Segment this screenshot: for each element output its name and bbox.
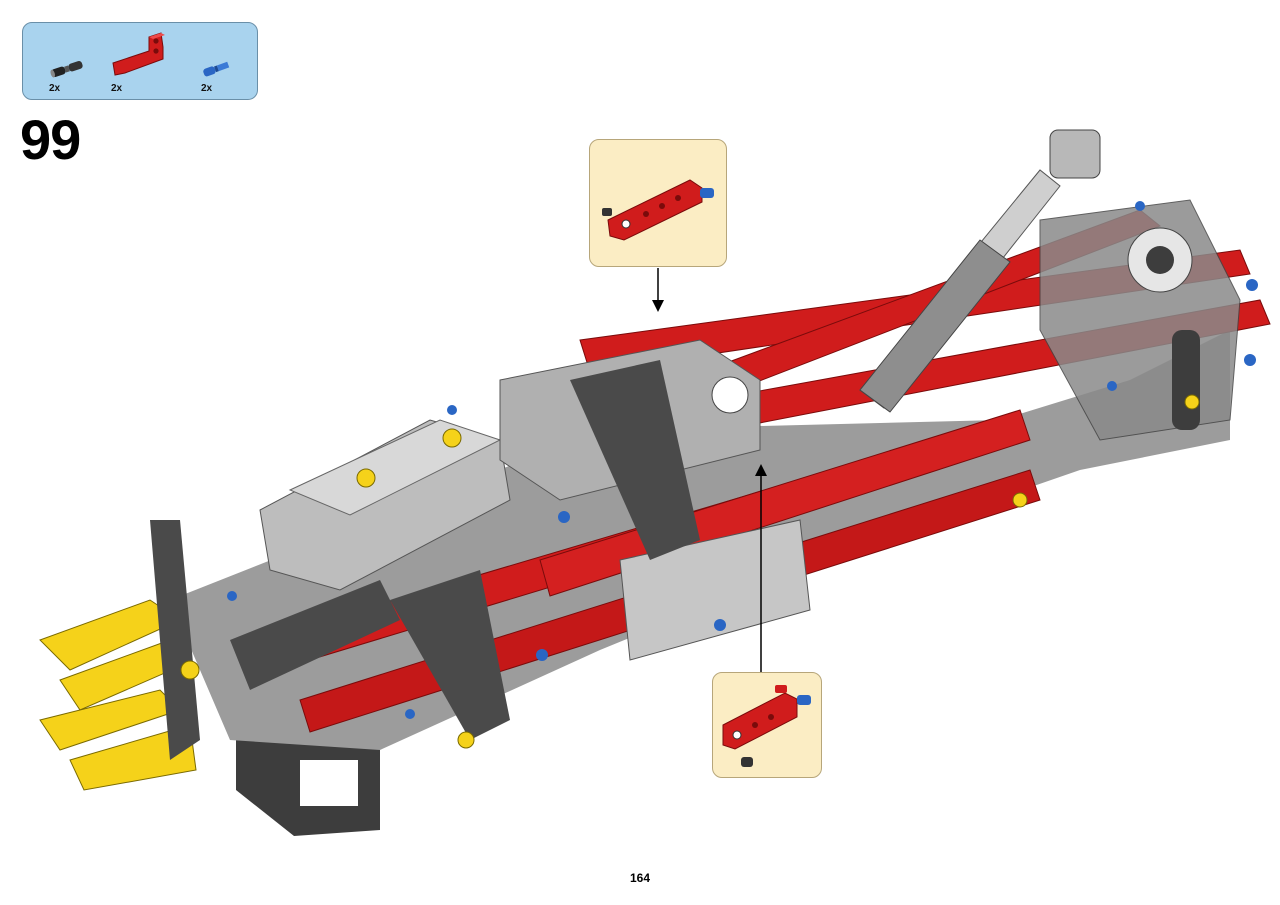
front-dark-bracket <box>236 740 380 836</box>
page-number: 164 <box>629 871 651 885</box>
sub-assembly-callout <box>589 139 727 267</box>
part-quantity: 2x <box>201 83 213 94</box>
rear-assembly <box>1039 199 1241 441</box>
part-quantity: 2x <box>49 83 61 94</box>
assembly-arrow-bottom <box>755 464 767 672</box>
yellow-front-liftarms <box>39 599 197 791</box>
blue-pins <box>227 201 1258 719</box>
engine-block <box>259 419 511 591</box>
red-bent-liftarm-icon <box>109 29 169 84</box>
yellow-axle-ends <box>180 394 1200 749</box>
sub-assembly-callout <box>712 672 822 778</box>
shock-absorber <box>859 129 1101 413</box>
black-friction-pin-icon <box>49 59 85 84</box>
blue-axle-pin-icon <box>201 59 231 84</box>
part-quantity: 2x <box>111 83 123 94</box>
dark-front-beams <box>150 360 700 760</box>
assembly-arrow-top <box>652 268 664 312</box>
parts-list-box: 2x 2x 2x <box>22 22 258 100</box>
step-number: 99 <box>20 108 81 171</box>
